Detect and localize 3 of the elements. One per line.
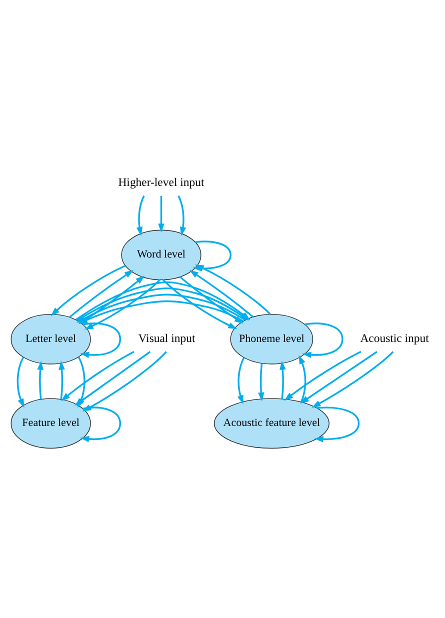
- node-text: Visual input: [138, 332, 196, 345]
- node-text: Acoustic input: [360, 332, 429, 345]
- node-text: Higher-level input: [118, 176, 204, 189]
